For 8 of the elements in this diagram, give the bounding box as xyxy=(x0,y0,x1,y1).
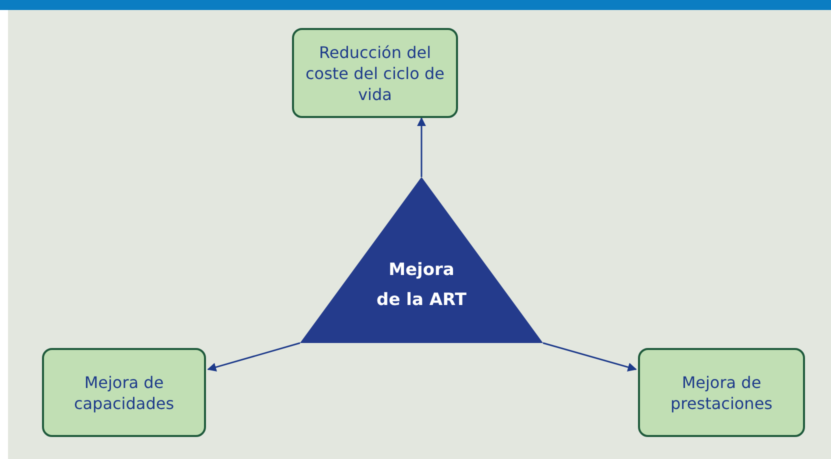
goal-box: Mejora de capacidades xyxy=(42,348,206,437)
arrow xyxy=(542,342,637,372)
arrow xyxy=(417,117,426,177)
arrow xyxy=(207,342,300,372)
goal-box: Mejora de prestaciones xyxy=(638,348,805,437)
triangle-shape xyxy=(300,177,543,343)
goal-box: Reducción del coste del ciclo de vida xyxy=(292,28,458,118)
triangle-label: Mejora de la ART xyxy=(376,259,468,312)
